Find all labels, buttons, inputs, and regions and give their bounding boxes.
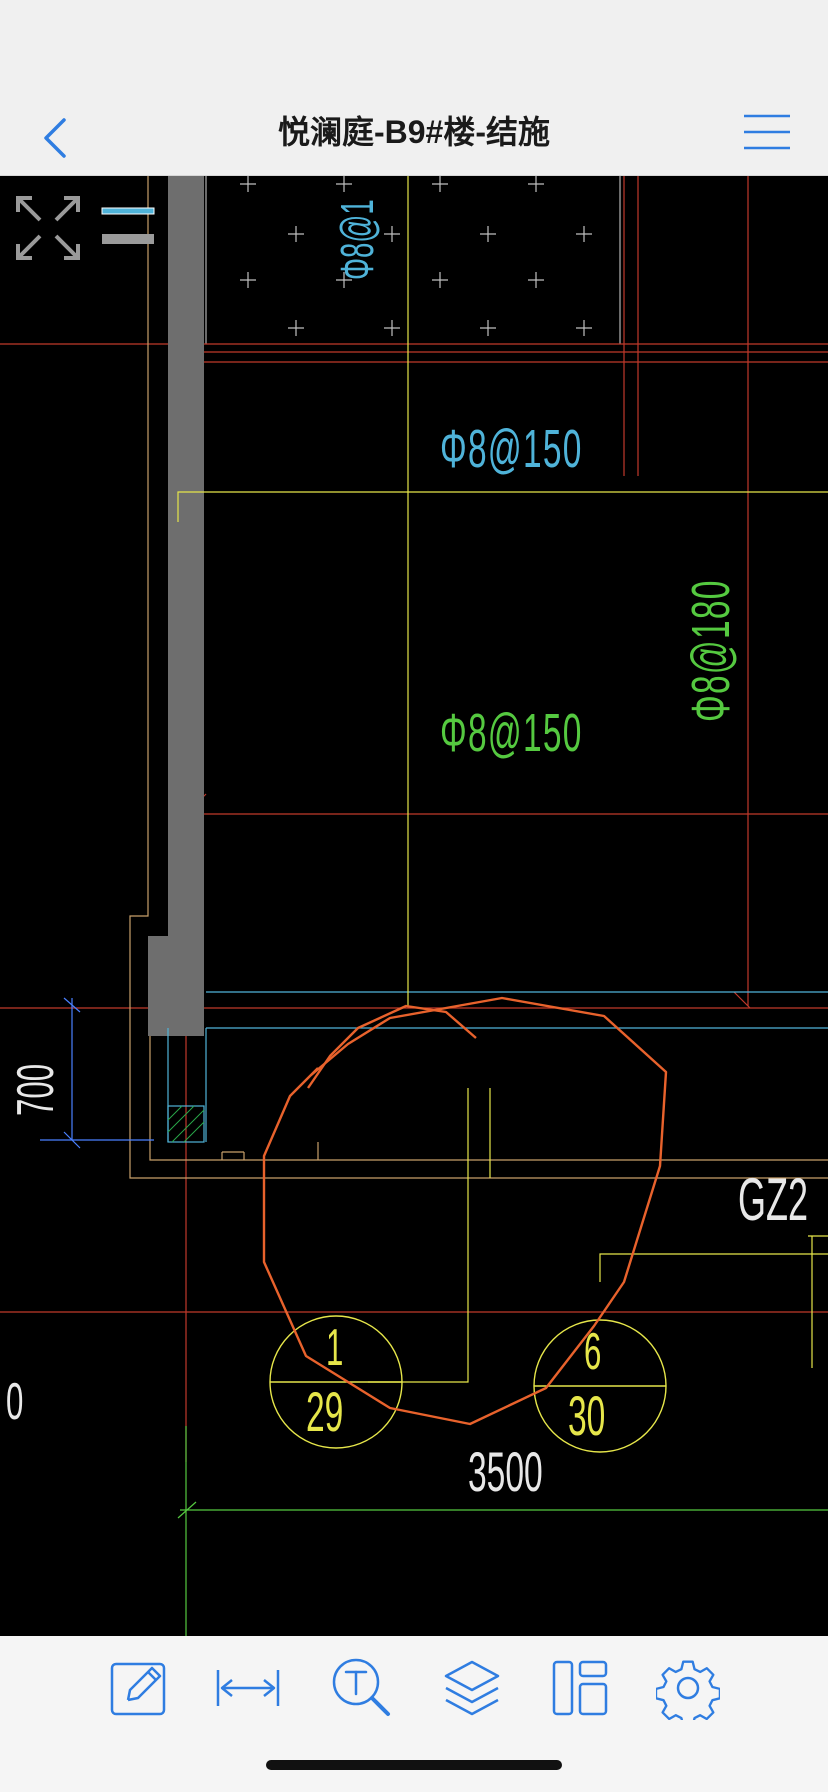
axis-bubble-left-top: 1 xyxy=(326,1319,344,1377)
text-search-icon[interactable] xyxy=(330,1656,394,1720)
axis-bubble-right-top: 6 xyxy=(584,1323,602,1381)
column-label-gz2: GZ2 xyxy=(738,1166,809,1233)
layout-panels-icon[interactable] xyxy=(548,1656,612,1720)
page-title: 悦澜庭-B9#楼-结施 xyxy=(277,114,551,150)
dimension-label-left: 700 xyxy=(7,1063,65,1116)
dimension-label-left-edge: 0 xyxy=(6,1373,24,1431)
bottom-toolbar xyxy=(0,1636,828,1792)
cad-drawing-canvas[interactable]: Φ8@1 Φ8@150 Φ8@180 Φ8@150 700 GZ2 1 29 6… xyxy=(0,176,828,1636)
rebar-label-3: Φ8@150 xyxy=(440,703,583,763)
rebar-label-1: Φ8@150 xyxy=(440,419,583,479)
wall-fill xyxy=(168,176,204,1036)
slab-hatch-marks xyxy=(240,176,592,336)
rebar-label-2: Φ8@180 xyxy=(681,579,741,722)
dimension-label-bottom: 3500 xyxy=(468,1440,543,1503)
chevron-left-icon[interactable] xyxy=(36,106,76,166)
layers-icon[interactable] xyxy=(440,1656,504,1720)
fullscreen-expand-icon xyxy=(16,196,80,260)
measure-distance-icon[interactable] xyxy=(216,1656,280,1720)
edit-note-icon[interactable] xyxy=(106,1656,170,1720)
cad-drawing-lines xyxy=(0,176,828,1636)
settings-gear-icon[interactable] xyxy=(654,1656,722,1727)
navigation-bar: 悦澜庭-B9#楼-结施 xyxy=(0,100,828,176)
axis-bubble-right-bottom: 30 xyxy=(568,1384,606,1447)
view-controls xyxy=(14,194,164,264)
hamburger-menu-icon[interactable] xyxy=(742,112,792,152)
status-bar xyxy=(0,0,828,100)
axis-bubble-left-bottom: 29 xyxy=(306,1380,344,1443)
rebar-label-top-partial: Φ8@1 xyxy=(331,199,383,280)
home-indicator xyxy=(266,1760,562,1770)
